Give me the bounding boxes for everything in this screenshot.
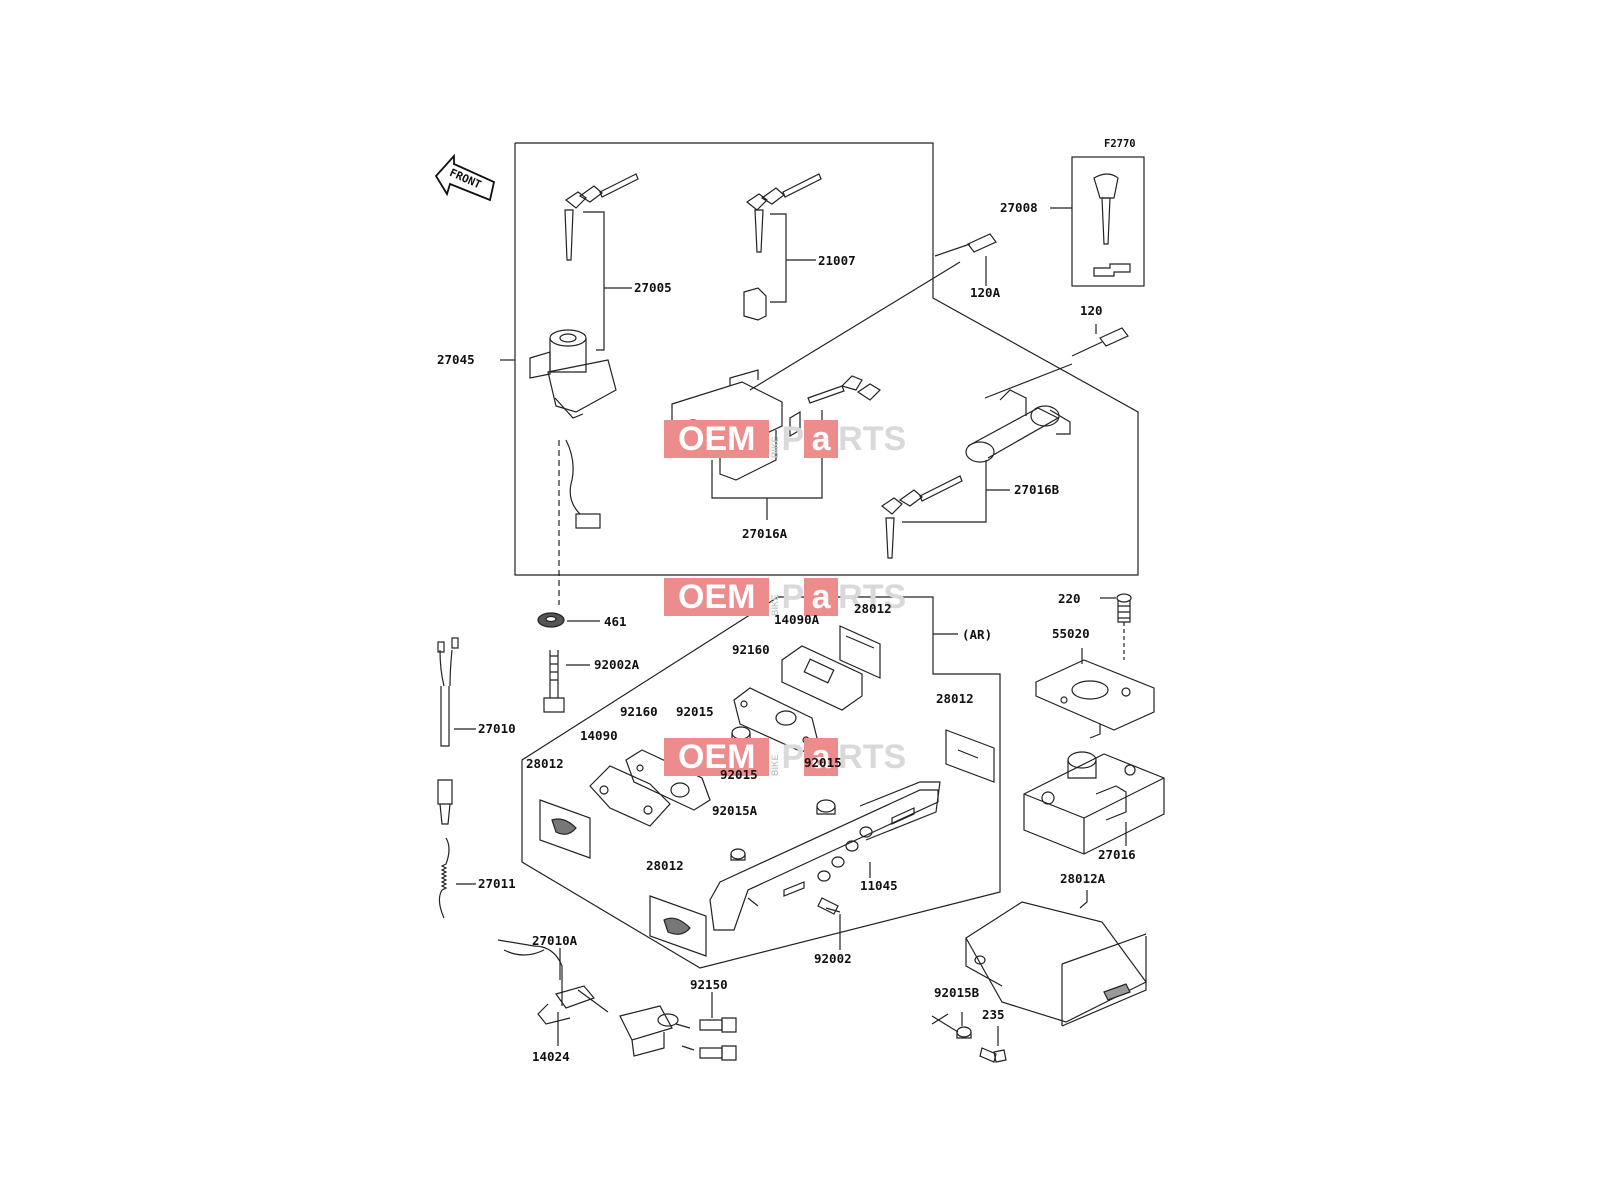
seat-lock-keys [807,375,881,404]
reflector-28012-right [945,729,995,783]
part-label-92160-left[interactable]: 92160 [620,704,658,719]
key-set-21007 [743,173,822,321]
figure-code: F2770 [1104,138,1136,150]
key-27008 [1093,173,1131,277]
part-label-28012-lower[interactable]: 28012 [646,858,684,873]
helmet-lock-27016B [965,389,1071,463]
screw-235 [979,1047,1007,1063]
part-label-461[interactable]: 461 [604,614,627,629]
part-label-28012-right[interactable]: 28012 [936,691,974,706]
part-label-235[interactable]: 235 [982,1007,1005,1022]
spacer-92015A [730,848,746,861]
ignition-keys-27005 [564,173,639,261]
part-label-21007[interactable]: 21007 [818,253,856,268]
part-label-14024[interactable]: 14024 [532,1049,570,1064]
part-label-27016A[interactable]: 27016A [742,526,788,541]
part-label-120A[interactable]: 120A [970,285,1001,300]
reflector-kit-box [521,596,1001,969]
part-label-28012-upper[interactable]: 28012 [854,601,892,616]
part-label-92160-right[interactable]: 92160 [732,642,770,657]
part-label-AR[interactable]: (AR) [962,627,993,642]
spring-27011 [438,837,450,919]
part-label-27045[interactable]: 27045 [437,352,475,367]
part-label-92015A[interactable]: 92015A [712,803,758,818]
part-label-14090A[interactable]: 14090A [774,612,820,627]
bolt-120A [934,233,997,257]
bracket-14090A [781,645,863,711]
part-label-27011[interactable]: 27011 [478,876,516,891]
screw-220 [1116,593,1132,623]
part-label-92015-upper[interactable]: 92015 [676,704,714,719]
part-label-55020[interactable]: 55020 [1052,626,1090,641]
part-label-27016B[interactable]: 27016B [1014,482,1060,497]
part-label-28012-left[interactable]: 28012 [526,756,564,771]
main-group-box [514,142,1139,576]
plate-55020 [1035,659,1155,739]
washer-461 [537,612,565,628]
part-label-92015B[interactable]: 92015B [934,985,980,1000]
screw-92150-a [699,1017,737,1033]
bracket-14090 [589,765,671,827]
part-label-14090[interactable]: 14090 [580,728,618,743]
part-label-92002A[interactable]: 92002A [594,657,640,672]
part-label-92002[interactable]: 92002 [814,951,852,966]
screw-92150-b [699,1045,737,1061]
part-label-27010[interactable]: 27010 [478,721,516,736]
part-label-27005[interactable]: 27005 [634,280,672,295]
helmet-lock-keys [880,475,963,559]
part-label-27016[interactable]: 27016 [1098,847,1136,862]
bolt-92002 [817,897,841,915]
plate-92160-left [625,749,711,811]
reflector-28012-upper [839,625,881,679]
part-label-92015-middle[interactable]: 92015 [720,767,758,782]
license-lamp-28012A [965,901,1147,1027]
switch-27010A [497,939,609,1025]
spacer-92015B [956,1026,972,1039]
part-label-220[interactable]: 220 [1058,591,1081,606]
part-label-27010A[interactable]: 27010A [532,933,578,948]
front-arrow-icon: FRONT [434,153,496,202]
switch-body-92150 [619,1005,695,1057]
reflector-bracket-11045 [709,781,941,931]
part-label-27008[interactable]: 27008 [1000,200,1038,215]
part-label-120[interactable]: 120 [1080,303,1103,318]
bolt-120 [1071,327,1129,357]
part-label-28012A[interactable]: 28012A [1060,871,1106,886]
part-label-92015-right[interactable]: 92015 [804,755,842,770]
spacer-92015-c [816,799,836,815]
key-box-27008 [1071,156,1145,287]
switch-27010 [437,637,459,825]
reflector-28012-lower [649,895,707,957]
bolt-92002A [543,650,565,713]
lock-assembly-27016 [1023,751,1165,855]
reflector-28012-left [539,799,591,859]
part-label-11045[interactable]: 11045 [860,878,898,893]
ignition-switch-body [529,329,617,529]
part-label-92150[interactable]: 92150 [690,977,728,992]
